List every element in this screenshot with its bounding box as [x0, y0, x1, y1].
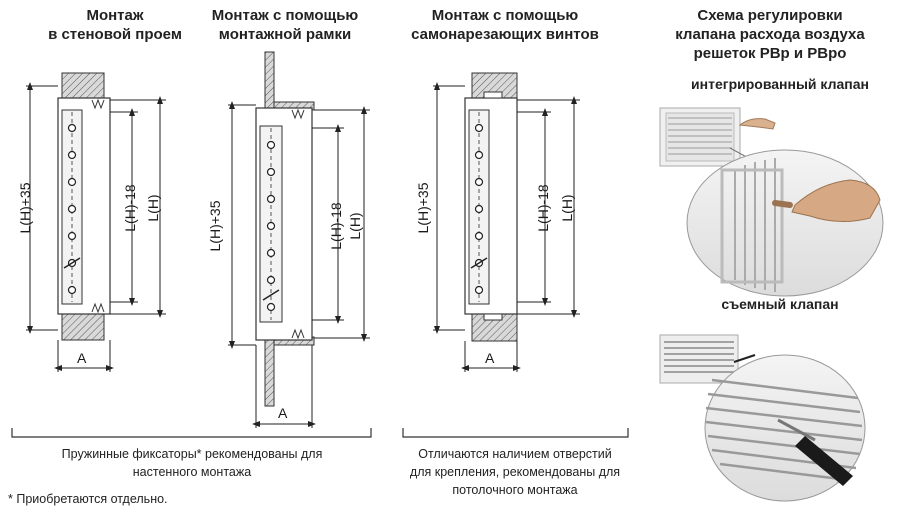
diagram-mounting-frame — [228, 51, 370, 428]
dim-height-wall: L(H) — [145, 194, 161, 222]
dim-inner-wall: L(H)-18 — [122, 184, 138, 232]
dim-total-wall: L(H)+35 — [17, 182, 33, 234]
title-mounting-frame: Монтаж с помощью монтажной рамки — [211, 7, 359, 43]
dim-depth-wall: A — [77, 350, 87, 366]
dim-inner-screws: L(H)-18 — [535, 184, 551, 232]
dim-height-screws: L(H) — [559, 194, 575, 222]
title-adjustment-scheme: Схема регулировки клапана расхода воздух… — [675, 7, 865, 62]
footnote: * Приобретаются отдельно. — [8, 492, 168, 506]
diagram-wall-opening — [26, 72, 166, 372]
label-integrated-valve: интегрированный клапан — [691, 76, 869, 92]
dim-inner-frame: L(H)-18 — [328, 202, 344, 250]
title-wall-opening: Монтаж в стеновой проем — [48, 7, 182, 43]
dim-total-frame: L(H)+35 — [207, 200, 223, 252]
photo-removable-valve — [659, 334, 866, 502]
bracket-right — [402, 428, 629, 438]
photo-integrated-valve — [659, 107, 884, 297]
diagram-self-tapping-screws — [433, 72, 580, 372]
title-self-tapping-screws: Монтаж с помощью самонарезающих винтов — [411, 7, 599, 43]
note-spring-clips: Пружинные фиксаторы* рекомендованы для н… — [61, 447, 323, 479]
note-mounting-holes: Отличаются наличием отверстий для крепле… — [409, 447, 621, 497]
dim-depth-screws: A — [485, 350, 495, 366]
dim-height-frame: L(H) — [347, 212, 363, 240]
label-removable-valve: съемный клапан — [721, 296, 839, 312]
dim-depth-frame: A — [278, 405, 288, 421]
bracket-left — [11, 428, 372, 438]
dim-total-screws: L(H)+35 — [415, 182, 431, 234]
